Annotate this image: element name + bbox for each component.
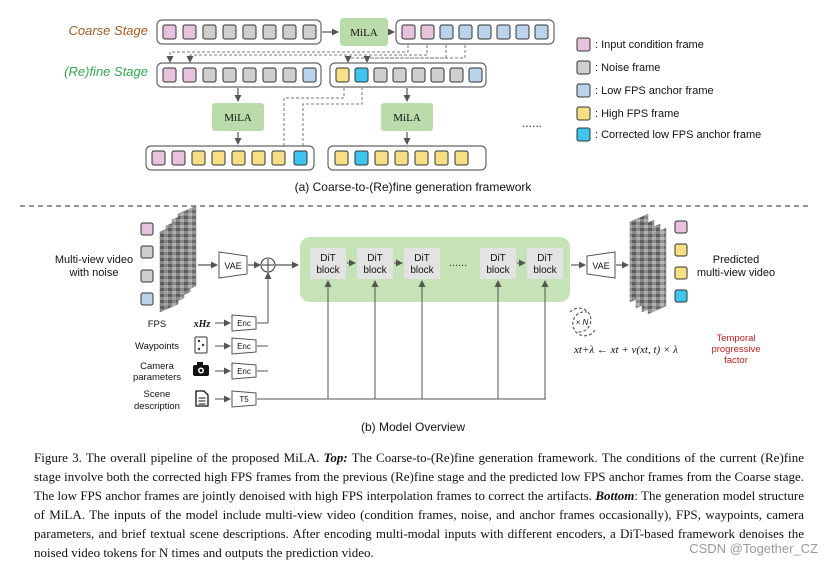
pipeline-figure: Coarse Stage (Re)fine Stage MiLA [20, 18, 808, 434]
output-video-stack [629, 213, 667, 315]
camera-icon [193, 362, 209, 376]
waypoints-icon [194, 336, 208, 354]
svg-text:......: ...... [449, 257, 467, 269]
fusion-plus-icon [260, 257, 276, 273]
refine-ellipsis: ...... [522, 116, 542, 130]
svg-text:block: block [486, 265, 510, 276]
refine-stage-label: (Re)fine Stage [64, 64, 148, 79]
waypoints-encoder [231, 337, 257, 355]
legend-label-condition: : Input condition frame [595, 39, 704, 51]
refine-output-frames-2 [334, 150, 469, 166]
caption-lead: Figure 3. The overall pipeline of the pr… [34, 450, 324, 465]
dit-block-1 [310, 248, 346, 279]
camera-label-1: Camera [140, 361, 175, 372]
legend-swatch-low-fps [576, 83, 591, 98]
svg-text:DiT: DiT [414, 253, 430, 264]
caption-top-keyword: Top: [323, 450, 348, 465]
vae-encoder [218, 251, 248, 279]
condition-to-fusion-lines [257, 272, 272, 372]
svg-text:block: block [410, 265, 434, 276]
output-label-2: multi-view video [697, 267, 775, 279]
svg-text:T5: T5 [239, 395, 249, 404]
refine-feedback-connectors [283, 88, 363, 146]
refine-mila-box-1 [212, 103, 264, 131]
svg-text:DiT: DiT [320, 253, 336, 264]
loop-icon [569, 307, 596, 337]
caption-bottom-keyword: Bottom [595, 488, 635, 503]
svg-text:block: block [316, 265, 340, 276]
svg-text:DiT: DiT [537, 253, 553, 264]
legend: : Input condition frame : Noise frame : … [576, 37, 761, 142]
coarse-mila-label: MiLA [350, 27, 378, 39]
update-equation: xt+λ ← xt + v(xt, t) × λ [573, 344, 678, 356]
legend-label-corrected: : Corrected low FPS anchor frame [595, 129, 761, 141]
legend-label-noise: : Noise frame [595, 62, 660, 74]
svg-text:Enc: Enc [237, 319, 251, 328]
legend-label-low-fps: : Low FPS anchor frame [595, 85, 714, 97]
document-icon [195, 390, 209, 407]
dit-block-5 [527, 248, 563, 279]
input-video-stack [159, 205, 197, 313]
refine-input-group-1 [156, 62, 322, 88]
scene-label-1: Scene [144, 389, 171, 400]
refine-input-frames-1 [162, 67, 317, 83]
temporal-label-2: progressive [711, 344, 760, 355]
refine-output-group-1 [145, 145, 315, 171]
caption-top-text: The Coarse-to-(Re)fine generation framew… [34, 450, 804, 503]
dit-block-4 [480, 248, 516, 279]
coarse-output-group [395, 19, 555, 45]
legend-swatch-noise [576, 60, 591, 75]
dit-blocks: DiT block DiT block DiT block ...... DiT… [310, 248, 563, 279]
output-frame-column [674, 220, 688, 303]
temporal-label-1: Temporal [716, 333, 755, 344]
legend-swatch-corrected [576, 127, 591, 142]
legend-swatch-condition [576, 37, 591, 52]
refine-mila-label-1: MiLA [224, 112, 252, 124]
dit-block-3 [404, 248, 440, 279]
output-label-1: Predicted [713, 254, 759, 266]
legend-label-high-fps: : High FPS frame [595, 108, 679, 120]
coarse-input-group [156, 19, 322, 45]
svg-text:block: block [533, 265, 557, 276]
temporal-label-3: factor [724, 355, 748, 366]
top-subtitle: (a) Coarse-to-(Re)fine generation framew… [295, 180, 533, 194]
waypoints-label: Waypoints [135, 341, 179, 352]
svg-text:DiT: DiT [367, 253, 383, 264]
csdn-watermark: CSDN @Together_CZ [689, 541, 818, 556]
refine-mila-box-2 [381, 103, 433, 131]
refine-output-frames-1 [151, 150, 308, 166]
text-to-dit-lines [257, 280, 549, 400]
coarse-stage-label: Coarse Stage [69, 23, 149, 38]
input-video-label-1: Multi-view video [55, 254, 133, 266]
fps-encoder [231, 314, 257, 332]
fps-symbol: xHz [193, 319, 211, 330]
scene-label-2: description [134, 401, 180, 412]
figure-caption: Figure 3. The overall pipeline of the pr… [34, 448, 804, 562]
svg-text:Enc: Enc [237, 367, 251, 376]
input-frame-column [140, 222, 154, 306]
refine-input-frames-2 [335, 67, 483, 83]
vae-encoder-label: VAE [224, 261, 241, 271]
svg-text:block: block [363, 265, 387, 276]
loop-times-n: × N [576, 318, 589, 327]
dit-block-2 [357, 248, 393, 279]
camera-label-2: parameters [133, 372, 181, 383]
coarse-to-refine-connectors [166, 45, 466, 63]
coarse-input-frames [162, 24, 317, 40]
fps-label: FPS [148, 319, 166, 330]
caption-bottom-text: : The generation model structure of MiLA… [34, 488, 804, 560]
t5-encoder [231, 390, 257, 408]
refine-input-group-2 [329, 62, 487, 88]
vae-decoder [586, 251, 616, 279]
vae-decoder-label: VAE [592, 261, 609, 271]
svg-text:DiT: DiT [490, 253, 506, 264]
legend-swatch-high-fps [576, 106, 591, 121]
bottom-subtitle: (b) Model Overview [361, 420, 465, 434]
input-video-label-2: with noise [69, 267, 119, 279]
coarse-output-frames [401, 24, 549, 40]
coarse-mila-box [340, 18, 388, 46]
camera-encoder [231, 362, 257, 380]
refine-mila-label-2: MiLA [393, 112, 421, 124]
svg-text:Enc: Enc [237, 342, 251, 351]
